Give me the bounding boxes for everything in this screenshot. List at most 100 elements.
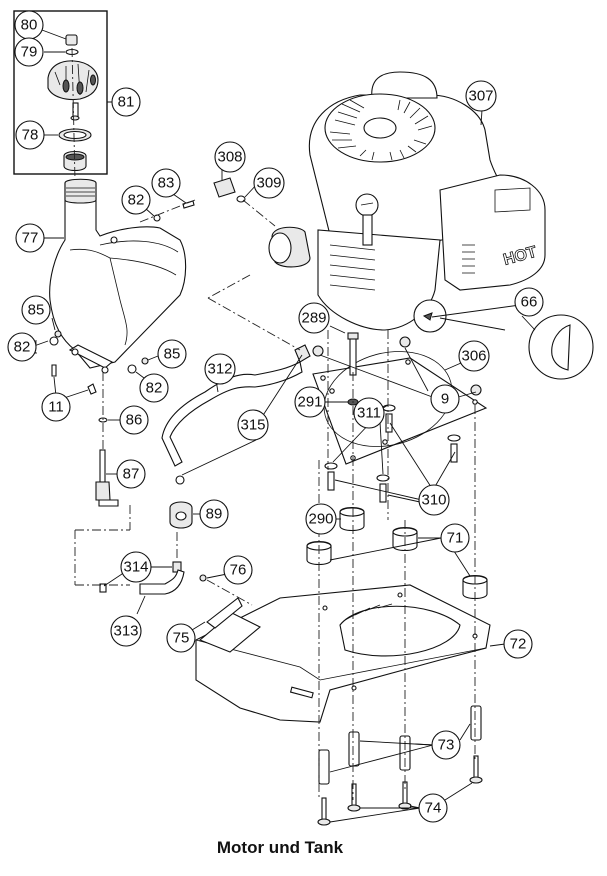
callout-308: 308: [214, 141, 246, 173]
callouts: 8079817877838282828585118687308309307662…: [7, 10, 544, 823]
callout-number: 85: [164, 346, 181, 363]
callout-circle: [120, 551, 152, 583]
callout-number: 85: [28, 302, 45, 319]
callout-11: 11: [41, 392, 71, 422]
callout-312: 312: [204, 353, 236, 385]
callout-290: 290: [305, 503, 337, 535]
callout-80: 80: [14, 10, 44, 40]
callout-86: 86: [119, 405, 149, 435]
callout-89: 89: [199, 499, 229, 529]
callout-number: 314: [123, 559, 148, 576]
callout-73: 73: [431, 730, 461, 760]
callout-number: 312: [207, 361, 232, 378]
callout-circle: [503, 629, 533, 659]
callout-76: 76: [223, 555, 253, 585]
callout-309: 309: [253, 167, 285, 199]
tank-hardware: [49, 200, 195, 507]
callout-79: 79: [14, 37, 44, 67]
callout-number: 11: [48, 399, 64, 416]
deck-frame: [195, 584, 491, 723]
callout-number: 9: [441, 391, 449, 408]
callout-307: 307: [465, 80, 497, 112]
callout-9: 9: [430, 384, 460, 414]
callout-circle: [204, 353, 236, 385]
callout-74: 74: [418, 793, 448, 823]
callout-82: 82: [121, 185, 151, 215]
callout-circle: [294, 386, 326, 418]
callout-circle: [418, 484, 450, 516]
callout-circle: [157, 339, 187, 369]
callout-289: 289: [298, 302, 330, 334]
callout-circle: [41, 392, 71, 422]
callout-75: 75: [166, 623, 196, 653]
callout-number: 82: [146, 380, 163, 397]
callout-circle: [514, 287, 544, 317]
callout-circle: [465, 80, 497, 112]
bracket-75: [199, 574, 243, 629]
callout-circle: [151, 168, 181, 198]
callout-circle: [7, 332, 37, 362]
callout-number: 289: [301, 310, 326, 327]
fuel-cap-assembly: [47, 34, 99, 172]
callout-number: 290: [308, 511, 333, 528]
callout-circle: [15, 120, 45, 150]
callout-circle: [14, 37, 44, 67]
callout-circle: [199, 499, 229, 529]
callout-313: 313: [110, 615, 142, 647]
assembly-lines: [35, 47, 476, 800]
callout-87: 87: [116, 459, 146, 489]
callout-circle: [431, 730, 461, 760]
callout-number: 311: [357, 405, 381, 422]
callout-number: 79: [21, 44, 38, 61]
callout-77: 77: [15, 223, 45, 253]
fuel-tank: [49, 178, 187, 374]
callout-circle: [121, 185, 151, 215]
callout-number: 313: [113, 623, 138, 640]
callout-number: 74: [425, 800, 442, 817]
callout-circle: [237, 409, 269, 441]
callout-315: 315: [237, 409, 269, 441]
callout-circle: [214, 141, 246, 173]
spacers-bolts: [317, 705, 483, 826]
callout-circle: [298, 302, 330, 334]
callout-66: 66: [514, 287, 544, 317]
callout-number: 89: [206, 506, 223, 523]
callout-circle: [119, 405, 149, 435]
callout-number: 76: [230, 562, 247, 579]
callout-311: 311: [353, 397, 385, 429]
callout-circle: [116, 459, 146, 489]
diagram-caption: Motor und Tank: [216, 838, 344, 857]
callout-number: 73: [438, 737, 455, 754]
engine: HOT: [268, 71, 546, 331]
callout-number: 66: [521, 294, 538, 311]
callout-85: 85: [21, 295, 51, 325]
callout-number: 87: [123, 466, 140, 483]
callout-number: 80: [21, 17, 38, 34]
callout-85: 85: [157, 339, 187, 369]
callout-number: 78: [22, 127, 39, 144]
callout-number: 72: [510, 636, 527, 653]
callout-circle: [253, 167, 285, 199]
callout-circle: [223, 555, 253, 585]
callout-83: 83: [151, 168, 181, 198]
callout-circle: [139, 373, 169, 403]
callout-number: 82: [128, 192, 145, 209]
callout-number: 83: [158, 175, 175, 192]
callout-82: 82: [139, 373, 169, 403]
callout-circle: [305, 503, 337, 535]
inset-frame: [13, 10, 108, 175]
callout-number: 81: [118, 94, 135, 111]
callout-number: 308: [217, 149, 242, 166]
callout-number: 82: [14, 339, 31, 356]
callout-circle: [418, 793, 448, 823]
callout-number: 306: [461, 348, 486, 365]
callout-circle: [458, 340, 490, 372]
callout-number: 77: [22, 230, 39, 247]
callout-circle: [15, 223, 45, 253]
callout-82: 82: [7, 332, 37, 362]
callout-81: 81: [111, 87, 141, 117]
callout-circle: [111, 87, 141, 117]
callout-number: 71: [447, 530, 464, 547]
callout-310: 310: [418, 484, 450, 516]
